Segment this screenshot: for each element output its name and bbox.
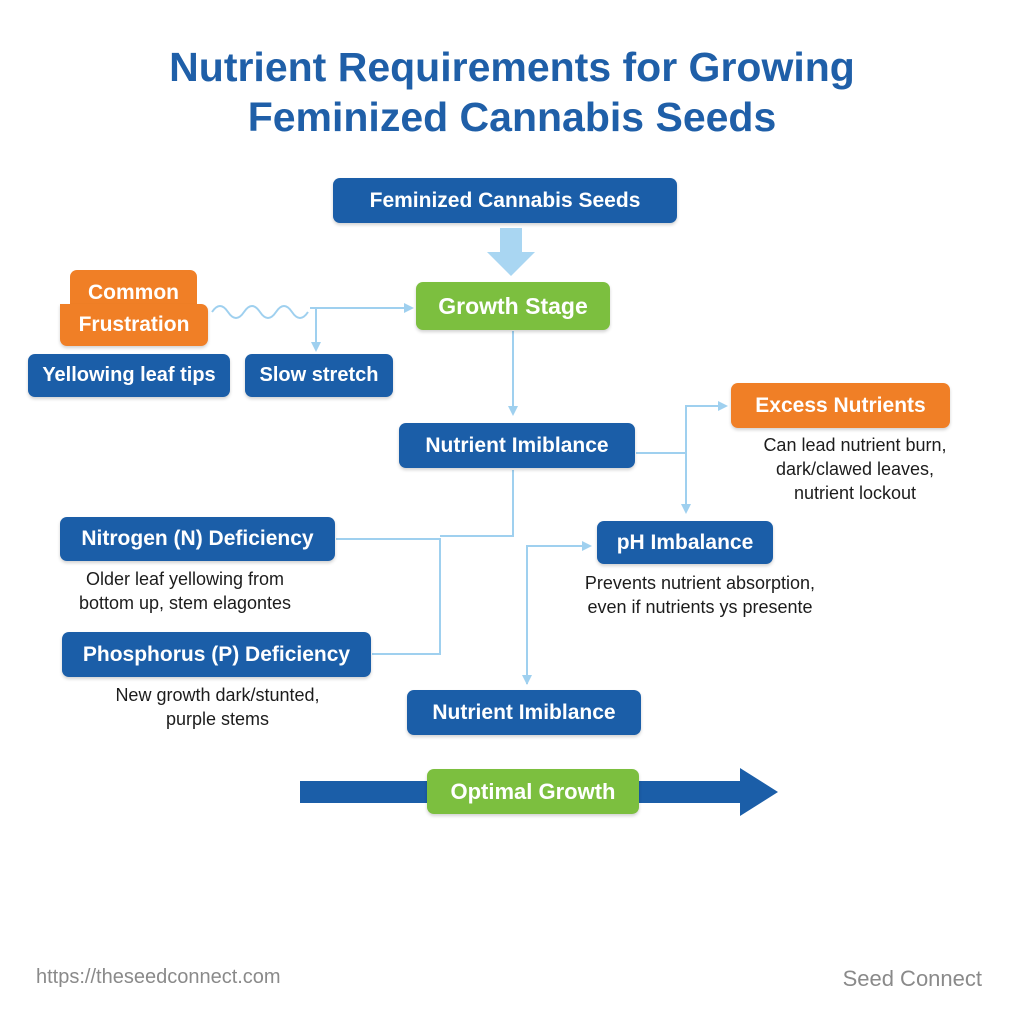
- nutrient-imbalance-node-2: Nutrient Imiblance: [407, 690, 641, 735]
- slow-stretch-node: Slow stretch: [245, 354, 393, 397]
- footer-url[interactable]: https://theseedconnect.com: [36, 966, 281, 988]
- nitrogen-deficiency-node: Nitrogen (N) Deficiency: [60, 517, 335, 561]
- optimal-growth-node: Optimal Growth: [427, 769, 639, 814]
- ph-desc-line-1: Prevents nutrient absorption,: [584, 573, 816, 593]
- nitrogen-connector: [336, 538, 441, 655]
- squiggle-connector: [211, 305, 309, 319]
- nutrient-imbalance-node-1: Nutrient Imiblance: [399, 423, 635, 468]
- phosphorus-deficiency-node: Phosphorus (P) Deficiency: [62, 632, 371, 677]
- common-frustration-line-1: Common: [88, 280, 179, 304]
- excess-desc-line-2: dark/clawed leaves,: [775, 459, 935, 479]
- growth-stage-node: Growth Stage: [416, 282, 610, 330]
- phosphorus-deficiency-description: New growth dark/stunted, purple stems: [100, 683, 335, 731]
- page-title: Nutrient Requirements for Growing Femini…: [0, 42, 1024, 142]
- common-frustration-line-2: Frustration: [78, 313, 190, 336]
- ph-imbalance-node: pH Imbalance: [597, 521, 773, 564]
- title-line-1: Nutrient Requirements for Growing: [169, 44, 855, 90]
- excess-nutrients-description: Can lead nutrient burn, dark/clawed leav…: [750, 433, 960, 505]
- phosphorus-desc-line-2: purple stems: [165, 709, 270, 729]
- common-frustration-node: Frustration: [60, 304, 208, 346]
- nitrogen-desc-line-2: bottom up, stem elagontes: [78, 593, 292, 613]
- phosphorus-desc-line-1: New growth dark/stunted,: [115, 685, 320, 705]
- yellowing-leaf-tips-node: Yellowing leaf tips: [28, 354, 230, 397]
- excess-desc-line-1: Can lead nutrient burn,: [763, 435, 947, 455]
- nitrogen-desc-line-1: Older leaf yellowing from: [85, 569, 285, 589]
- excess-nutrients-node: Excess Nutrients: [731, 383, 950, 428]
- ph-desc-line-2: even if nutrients ys presente: [587, 597, 813, 617]
- imbalance-to-excess-line: [636, 401, 728, 454]
- footer-brand: Seed Connect: [842, 966, 982, 991]
- nitrogen-deficiency-description: Older leaf yellowing from bottom up, ste…: [60, 567, 310, 615]
- imbalance-to-deficiency-line: [440, 470, 514, 537]
- title-line-2: Feminized Cannabis Seeds: [247, 94, 777, 140]
- down-arrow-icon: [487, 228, 535, 276]
- seeds-node: Feminized Cannabis Seeds: [333, 178, 677, 223]
- ph-imbalance-description: Prevents nutrient absorption, even if nu…: [560, 571, 840, 619]
- excess-desc-line-3: nutrient lockout: [793, 483, 917, 503]
